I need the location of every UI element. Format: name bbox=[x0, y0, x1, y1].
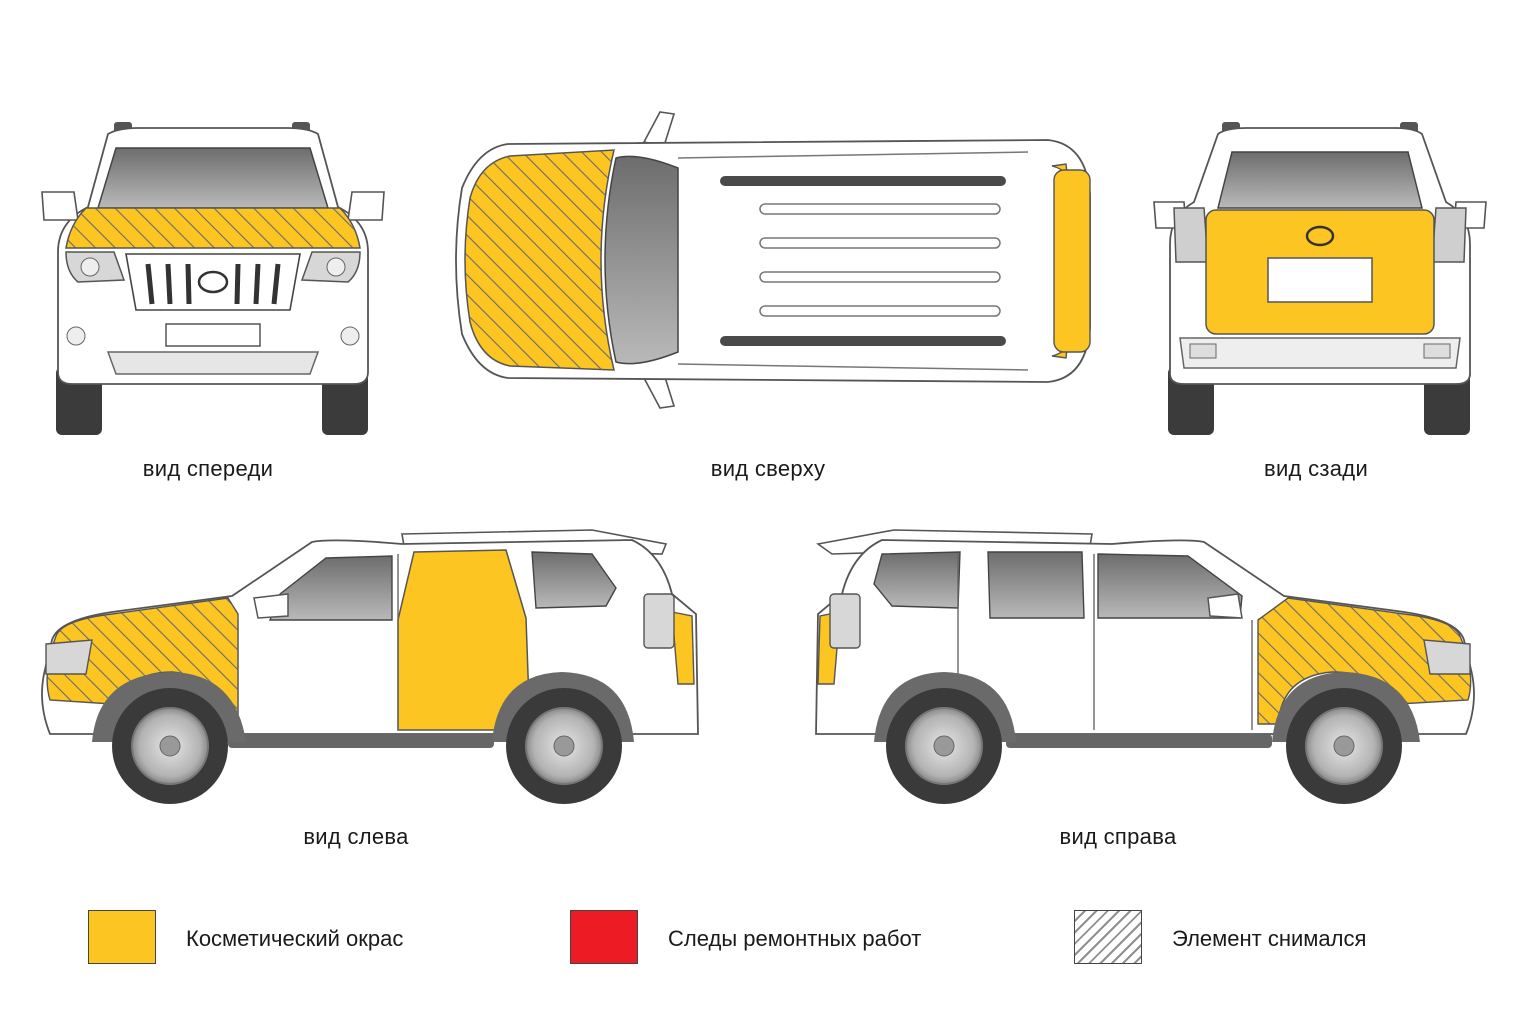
front-view-drawing bbox=[41, 122, 385, 435]
legend-swatch-cosmetic-paint bbox=[88, 910, 156, 964]
legend-swatch-element-removed bbox=[1074, 910, 1142, 964]
left-view bbox=[32, 524, 704, 814]
rear-view-caption: вид сзади bbox=[1263, 456, 1369, 481]
top-view-caption: вид сверху bbox=[710, 456, 826, 481]
top-view-drawing bbox=[455, 111, 1091, 409]
right-view-drawing bbox=[815, 529, 1475, 804]
top-view bbox=[438, 108, 1098, 418]
rear-view-drawing bbox=[1153, 122, 1487, 435]
right-view-caption: вид справа bbox=[1059, 824, 1177, 849]
rear-view bbox=[1150, 112, 1490, 442]
front-view bbox=[38, 112, 388, 442]
left-view-caption: вид слева bbox=[303, 824, 409, 849]
right-view bbox=[792, 524, 1482, 814]
legend-swatch-repair-traces bbox=[570, 910, 638, 964]
legend-label-element-removed: Элемент снимался bbox=[1172, 926, 1367, 951]
legend-label-repair-traces: Следы ремонтных работ bbox=[668, 926, 922, 951]
left-view-drawing bbox=[41, 529, 699, 804]
front-view-caption: вид спереди bbox=[142, 456, 274, 481]
legend-label-cosmetic-paint: Косметический окрас bbox=[186, 926, 404, 951]
